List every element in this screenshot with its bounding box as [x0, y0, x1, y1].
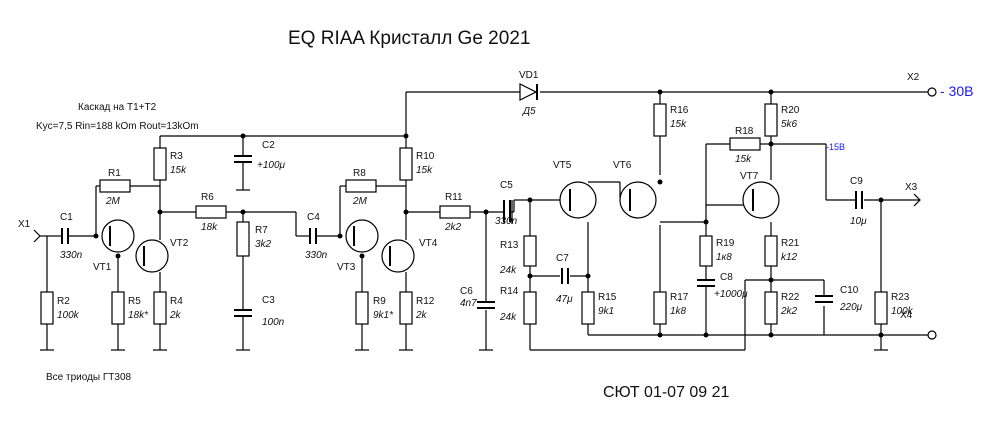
label-r18: R18 — [735, 126, 754, 137]
value-r7: 3k2 — [255, 239, 272, 250]
value-c10: 220μ — [839, 302, 863, 313]
connectors — [33, 87, 937, 340]
capacitors — [61, 155, 863, 324]
label-r8: R8 — [353, 168, 366, 179]
label-r7: R7 — [255, 225, 268, 236]
value-r6: 18k — [201, 222, 218, 233]
value-r9: 9k1* — [373, 310, 394, 321]
value-r22: 2k2 — [780, 306, 798, 317]
value-r13: 24k — [499, 265, 517, 276]
value-r12: 2k — [415, 310, 428, 321]
value-r5: 18k* — [128, 310, 149, 321]
value-r16: 15k — [670, 119, 687, 130]
label-r13: R13 — [500, 240, 519, 251]
value-r21: k12 — [781, 252, 798, 263]
value-r4: 2k — [169, 310, 182, 321]
label-x1: X1 — [18, 219, 31, 230]
label-r9: R9 — [373, 296, 386, 307]
value-r23: 100k — [891, 306, 914, 317]
label-vt4: VT4 — [419, 238, 438, 249]
transistor-note: Все триоды ГТ308 — [46, 372, 132, 383]
value-r3: 15k — [170, 165, 187, 176]
value-c2: +100μ — [257, 160, 286, 171]
label-c3: C3 — [262, 295, 275, 306]
value-c7: 47μ — [556, 294, 573, 305]
component-labels: X1 X2 X3 X4 - 30В -15В VD1 Д5 VT1 VT2 VT… — [18, 70, 973, 328]
label-x4: X4 — [900, 310, 913, 321]
label-r1: R1 — [108, 168, 121, 179]
label-vt3: VT3 — [337, 262, 356, 273]
label-c1: C1 — [60, 212, 73, 223]
label-r14: R14 — [500, 286, 519, 297]
label-x2: X2 — [907, 72, 920, 83]
value-c1: 330n — [60, 250, 83, 261]
label-c10: C10 — [840, 285, 859, 296]
value-c5: 330n — [495, 216, 518, 227]
value-c9: 10μ — [850, 216, 867, 227]
stage-note: Каскад на T1+T2 — [78, 102, 157, 113]
params-note: Kyc=7,5 Rin=188 kOm Rout=13kOm — [36, 121, 199, 132]
label-r21: R21 — [781, 238, 800, 249]
label-c9: C9 — [850, 176, 863, 187]
value-r18: 15k — [735, 154, 752, 165]
label-r15: R15 — [598, 292, 617, 303]
label-r2: R2 — [57, 296, 70, 307]
label-r3: R3 — [170, 151, 183, 162]
date-stamp: СЮТ 01-07 09 21 — [603, 384, 730, 401]
label-c8: C8 — [720, 272, 733, 283]
label-vt7: VT7 — [740, 171, 759, 182]
value-c4: 330n — [305, 250, 328, 261]
label-vt1: VT1 — [93, 262, 112, 273]
value-r14: 24k — [499, 312, 517, 323]
value-r20: 5k6 — [781, 119, 798, 130]
label-c4: C4 — [307, 212, 320, 223]
value-c6: 4n7 — [460, 298, 477, 309]
label-vt5: VT5 — [553, 160, 572, 171]
label-c6: C6 — [460, 286, 473, 297]
label-c2: C2 — [262, 140, 275, 151]
wires — [40, 91, 928, 351]
label-r12: R12 — [416, 296, 435, 307]
label-r6: R6 — [201, 192, 214, 203]
label-r23: R23 — [891, 292, 910, 303]
label-vt6: VT6 — [613, 160, 632, 171]
label-vd1: VD1 — [519, 70, 539, 81]
value-r8: 2M — [352, 196, 368, 207]
value-c8: +1000μ — [714, 289, 748, 300]
label-r5: R5 — [128, 296, 141, 307]
label-c5: C5 — [500, 180, 513, 191]
value-r15: 9k1 — [598, 306, 614, 317]
value-r1: 2M — [105, 196, 121, 207]
label-r22: R22 — [781, 292, 800, 303]
value-r11: 2k2 — [444, 222, 462, 233]
label-r20: R20 — [781, 105, 800, 116]
label-vt2: VT2 — [170, 238, 189, 249]
label-r16: R16 — [670, 105, 689, 116]
label-r4: R4 — [170, 296, 183, 307]
resistors — [40, 103, 888, 325]
diagram-title: EQ RIAA Кристалл Ge 2021 — [288, 28, 530, 49]
value-c3: 100n — [262, 317, 285, 328]
supply-label: - 30В — [940, 83, 973, 99]
diode-vd1 — [519, 83, 538, 101]
label-r19: R19 — [716, 238, 735, 249]
value-r10: 15k — [416, 165, 433, 176]
label-r11: R11 — [445, 192, 463, 203]
transistor-symbols — [101, 181, 780, 273]
label-r17: R17 — [670, 292, 689, 303]
midpoint-label: -15В — [826, 142, 845, 152]
label-c7: C7 — [556, 253, 569, 264]
value-vd1: Д5 — [522, 106, 536, 117]
value-r19: 1к8 — [716, 252, 732, 263]
junction-dots — [93, 89, 884, 338]
label-r10: R10 — [416, 151, 435, 162]
value-r2: 100k — [57, 310, 80, 321]
label-x3: X3 — [905, 182, 918, 193]
value-r17: 1k8 — [670, 306, 687, 317]
